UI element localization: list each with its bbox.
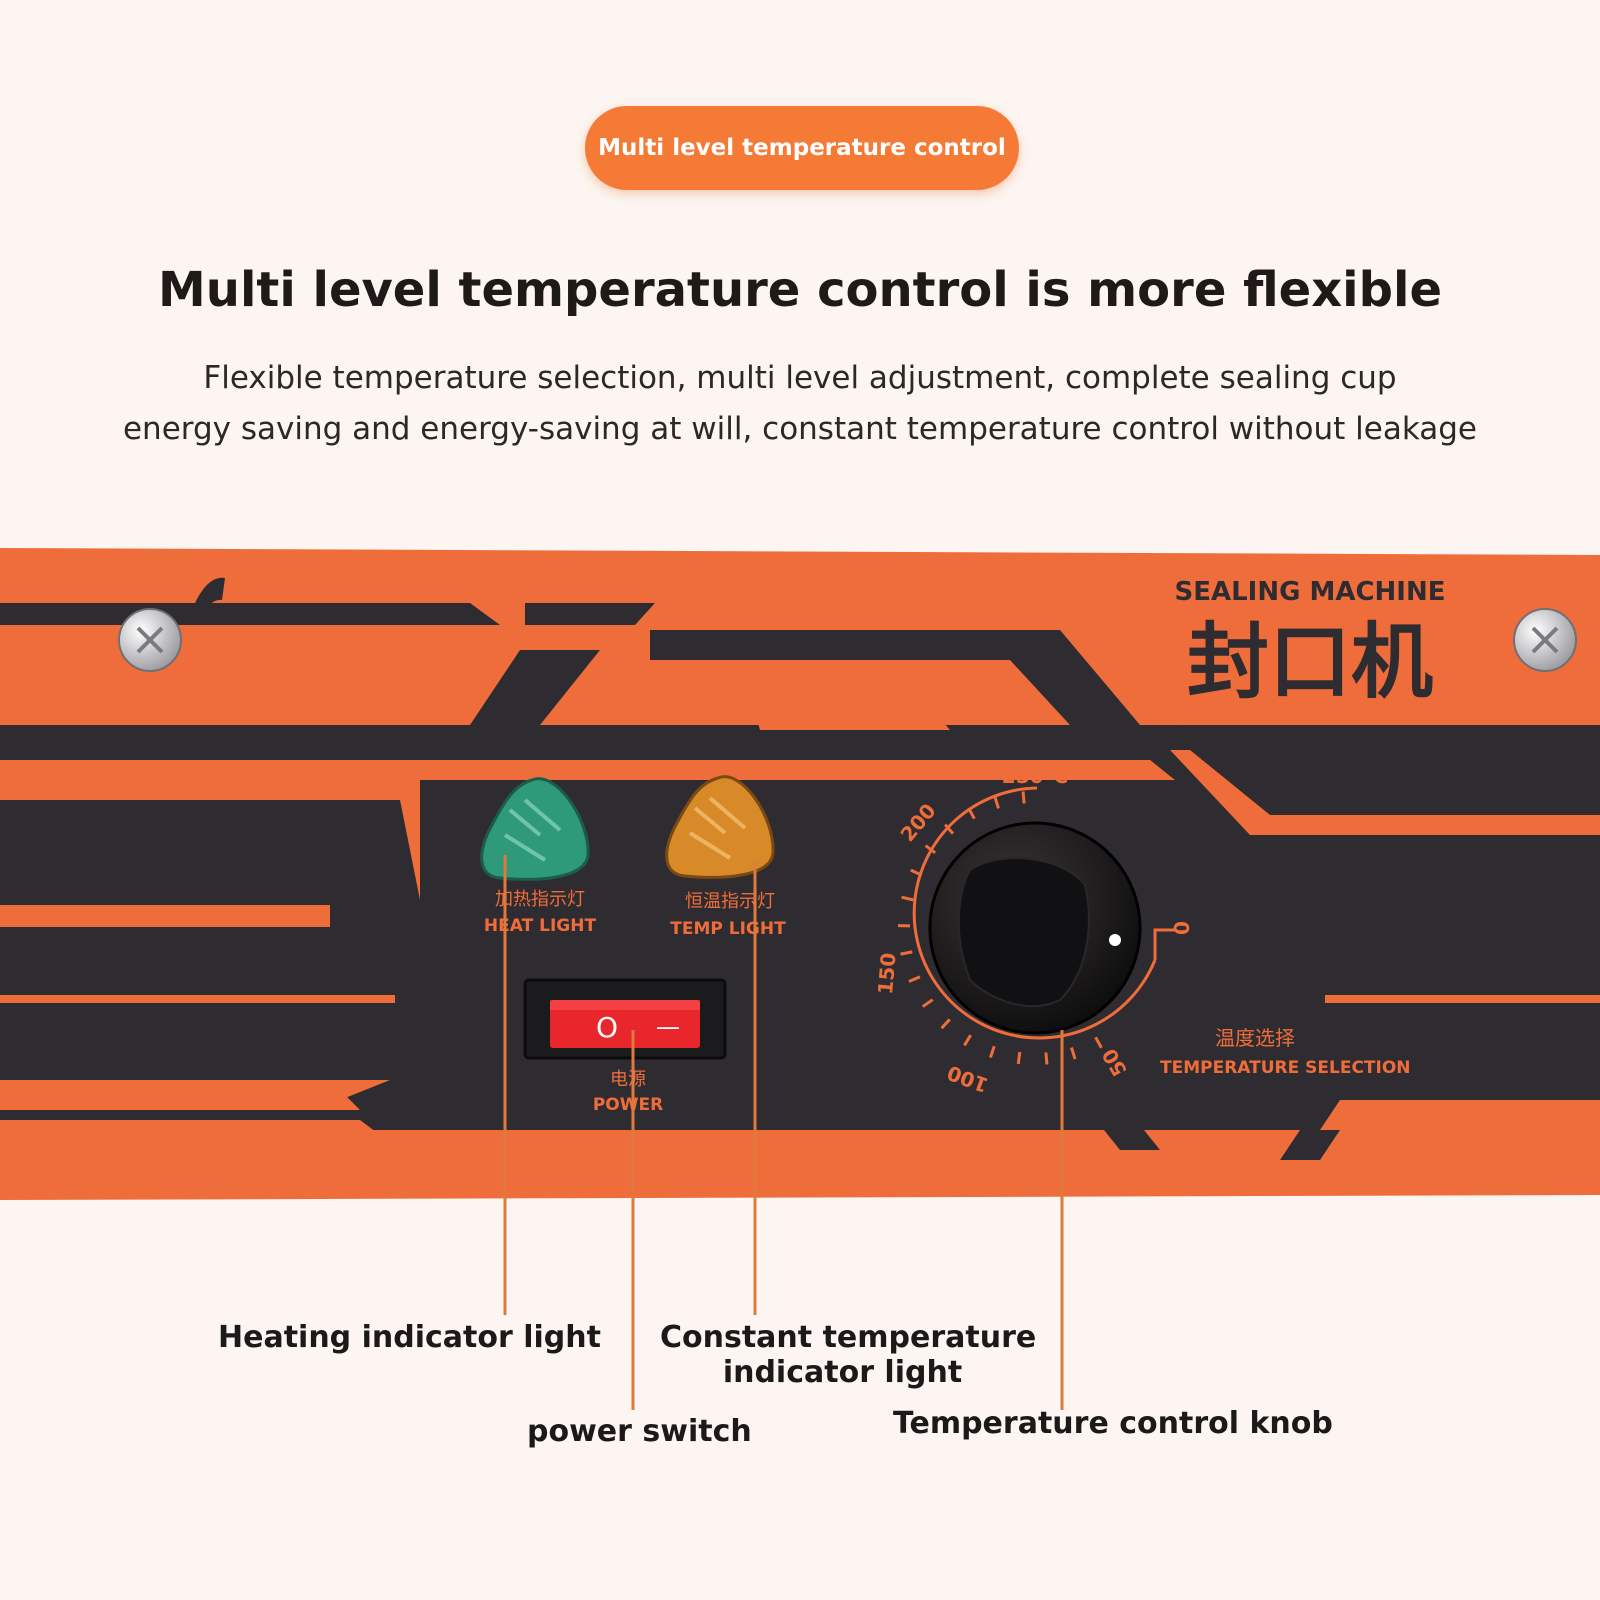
heat-indicator-light <box>480 777 590 881</box>
feature-badge-label: Multi level temperature control <box>598 135 1006 161</box>
dial-tick <box>1044 1052 1049 1065</box>
power-en: POWER <box>593 1095 663 1115</box>
dial-tick <box>988 1045 996 1059</box>
switch-on-mark: O <box>596 1011 618 1044</box>
dial-tick <box>900 950 913 956</box>
dial-tick <box>963 1034 972 1047</box>
brand-en: SEALING MACHINE <box>1174 577 1445 607</box>
description-line-2: energy saving and energy-saving at will,… <box>122 411 1478 447</box>
dial-tick <box>1021 791 1026 804</box>
dial-tick <box>940 1018 951 1030</box>
callout-heating: Heating indicator light <box>218 1320 601 1355</box>
callout-constant-line-1: Constant temperature <box>660 1320 1037 1355</box>
brand-cn: 封口机 <box>1187 615 1433 710</box>
dial-tick <box>924 844 937 854</box>
headline: Multi level temperature control is more … <box>158 262 1442 318</box>
callout-leaders <box>503 855 1064 1410</box>
feature-badge: Multi level temperature control <box>585 106 1019 190</box>
dial-tick <box>943 823 955 835</box>
left-screw <box>118 608 182 672</box>
description-line-1: Flexible temperature selection, multi le… <box>203 360 1397 396</box>
dial-label-0: 0 <box>1170 921 1194 935</box>
power-switch[interactable]: O — <box>523 978 727 1060</box>
control-panel <box>0 548 1600 1200</box>
right-screw <box>1513 608 1577 672</box>
dial-label-150: 150 <box>873 952 901 996</box>
dial-tick <box>1094 1036 1103 1049</box>
dial-tick <box>967 807 976 820</box>
dial-label-250: 250°C <box>1002 764 1068 788</box>
dial-tick <box>910 868 923 877</box>
temp-indicator-light <box>665 775 775 879</box>
heat-light-en: HEAT LIGHT <box>484 916 597 936</box>
knob-pointer-dot <box>1109 934 1121 946</box>
dial-tick <box>1016 1051 1022 1065</box>
description: Flexible temperature selection, multi le… <box>0 353 1600 455</box>
callout-constant-line-2: indicator light <box>722 1355 963 1390</box>
temp-light-en: TEMP LIGHT <box>670 919 786 939</box>
dial-tick <box>908 975 921 983</box>
temp-selection-en: TEMPERATURE SELECTION <box>1160 1058 1411 1078</box>
temp-light-cn: 恒温指示灯 <box>685 891 775 912</box>
heat-light-cn: 加热指示灯 <box>495 889 585 910</box>
power-cn: 电源 <box>610 1069 646 1090</box>
callout-knob: Temperature control knob <box>893 1406 1333 1441</box>
dial-scale <box>897 786 1175 1065</box>
switch-off-mark: — <box>656 1013 680 1041</box>
dial-tick <box>901 895 914 902</box>
callout-constant: Constant temperature indicator light <box>660 1320 1037 1390</box>
dial-tick <box>1070 1047 1077 1060</box>
temp-selection-cn: 温度选择 <box>1215 1026 1295 1050</box>
cat-silhouette <box>190 577 225 620</box>
temperature-knob[interactable] <box>928 821 1142 1035</box>
dial-tick <box>993 796 1000 809</box>
dial-tick <box>921 998 934 1008</box>
callout-power: power switch <box>527 1414 752 1449</box>
